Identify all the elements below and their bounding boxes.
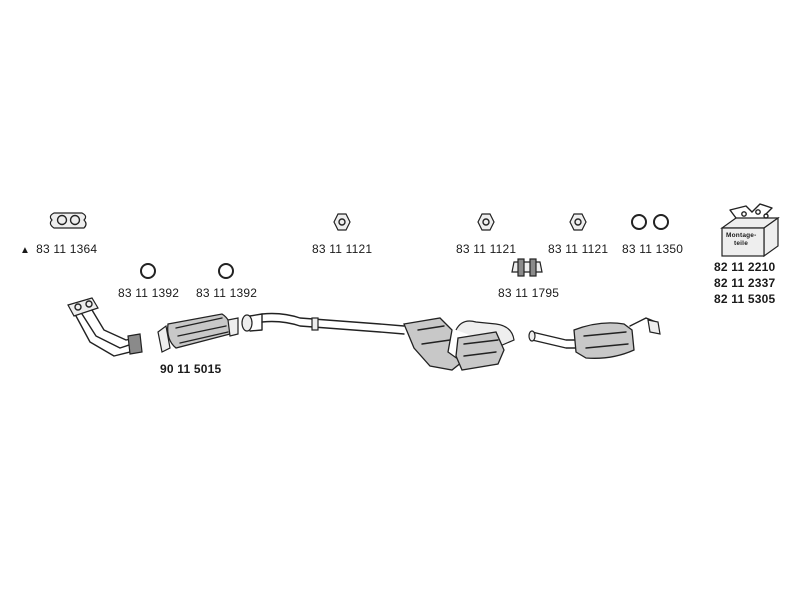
ring-icon <box>218 263 234 279</box>
ring-icon <box>140 263 156 279</box>
middle-pipe-icon <box>261 312 464 371</box>
part-label-ring-2: 83 11 1392 <box>196 286 258 300</box>
kit-box-label-2: teile <box>734 240 749 247</box>
part-label-kit-2: 82 11 2337 <box>714 276 776 290</box>
center-silencer-icon <box>455 320 515 371</box>
mounting-kit-box-icon <box>720 203 780 258</box>
part-label-kit-1: 82 11 2210 <box>714 260 776 274</box>
rubber-hanger-icon <box>477 213 495 231</box>
rubber-hanger-icon <box>569 213 587 231</box>
part-label-clamp: 83 11 1795 <box>498 286 560 300</box>
part-label-hanger-2: 83 11 1121 <box>456 242 517 256</box>
part-label-kit-3: 82 11 5305 <box>714 292 776 306</box>
part-number: 83 11 1364 <box>36 242 98 256</box>
ring-icon <box>631 214 647 230</box>
part-label-ring-1: 83 11 1392 <box>118 286 180 300</box>
catalytic-converter-icon <box>157 313 239 353</box>
rear-silencer-icon <box>528 317 661 359</box>
part-label-hanger-1: 83 11 1121 <box>312 242 373 256</box>
marker-triangle-icon: ▲ <box>20 245 31 256</box>
part-label-catalyst: 90 11 5015 <box>160 362 222 376</box>
pipe-flange-icon <box>241 313 263 332</box>
clamp-icon <box>511 258 543 277</box>
rubber-hanger-icon <box>333 213 351 231</box>
kit-box-label-1: Montage- <box>726 232 757 239</box>
ring-icon <box>653 214 669 230</box>
part-label-rings-pair: 83 11 1350 <box>622 242 684 256</box>
front-pipe-icon <box>67 297 143 357</box>
flange-gasket-icon <box>49 212 87 229</box>
part-label-flange-gasket: ▲ 83 11 1364 <box>20 242 97 256</box>
part-label-hanger-3: 83 11 1121 <box>548 242 609 256</box>
